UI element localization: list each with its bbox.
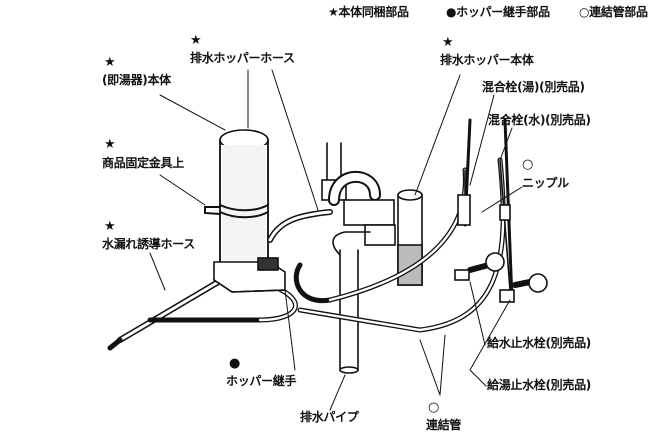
leader-lines — [149, 69, 523, 411]
label-hopper-joint: ホッパー継手 — [226, 374, 297, 388]
circle-icon: ○ — [428, 400, 440, 415]
label-water-heater-body: (即湯器)本体 — [102, 73, 171, 87]
star-icon: ★ — [190, 33, 202, 48]
label-supply-stop-valve: 給水止水栓(別売品) — [487, 336, 591, 350]
legend-hopper-joint-parts: ●ホッパー継手部品 — [446, 5, 550, 19]
dot-icon: ● — [229, 356, 241, 371]
connecting-pipes — [293, 118, 548, 333]
circle-icon: ○ — [522, 157, 534, 172]
star-icon: ★ — [442, 35, 454, 50]
water-heater-cylinder — [204, 129, 286, 293]
legend-connecting-pipe-parts: ○連結管部品 — [579, 5, 648, 19]
star-icon: ★ — [104, 55, 116, 70]
label-mixer-hot: 混合栓(湯)(別売品) — [482, 80, 585, 94]
label-leak-guide-hose: 水漏れ誘導ホース — [102, 237, 196, 251]
label-drain-pipe: 排水パイプ — [300, 410, 359, 424]
label-connecting-pipe: 連結管 — [426, 418, 462, 432]
legend-body-parts: ★本体同梱部品 — [328, 5, 409, 19]
label-hot-stop-valve: 給湯止水栓(別売品) — [487, 378, 591, 392]
label-nipple: ニップル — [522, 176, 569, 190]
label-drain-hopper-body: 排水ホッパー本体 — [440, 53, 534, 67]
star-icon: ★ — [104, 137, 116, 152]
drain-hopper-assembly — [321, 142, 423, 374]
label-mixer-cold: 混合栓(水)(別売品) — [488, 113, 591, 127]
label-fixing-bracket-upper: 商品固定金具上 — [102, 156, 184, 170]
label-drain-hopper-hose: 排水ホッパーホース — [190, 51, 295, 65]
star-icon: ★ — [104, 219, 116, 234]
